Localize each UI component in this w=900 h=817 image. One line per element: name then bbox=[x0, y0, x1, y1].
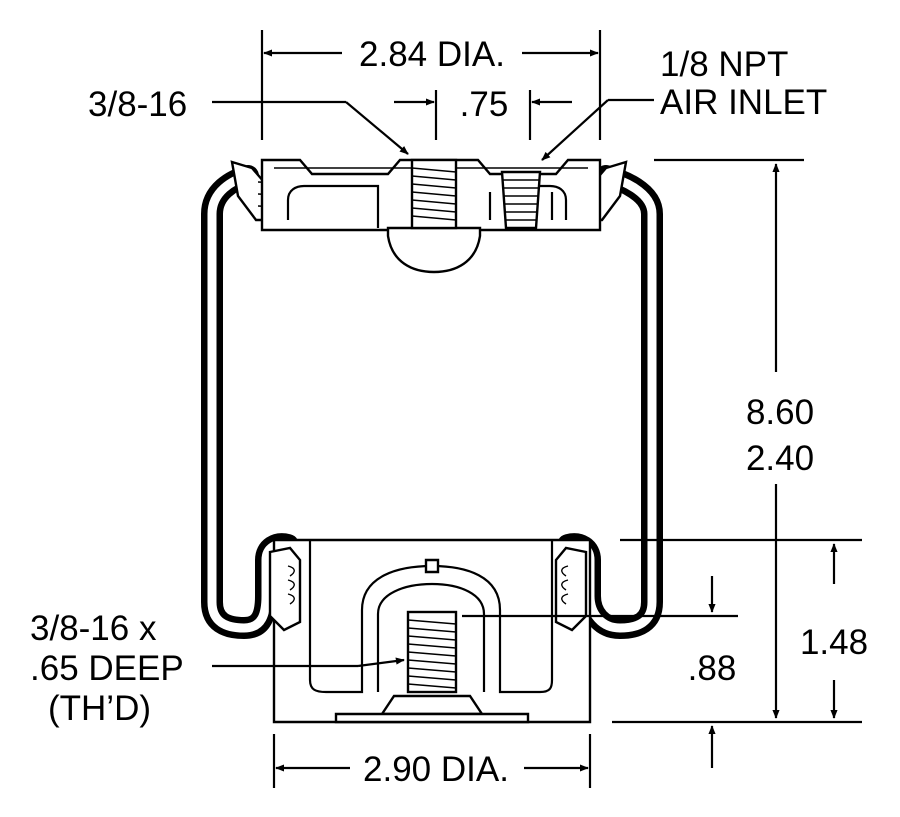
bottom-thread-label-3: (TH’D) bbox=[48, 689, 151, 728]
air-inlet-label-2: AIR INLET bbox=[660, 83, 827, 122]
port-spacing-label: .75 bbox=[460, 85, 509, 124]
top-stud-label: 3/8-16 bbox=[88, 85, 187, 124]
piston-height-label: 1.48 bbox=[800, 623, 868, 662]
extended-height-label: 8.60 bbox=[746, 393, 814, 432]
air-inlet-label-1: 1/8 NPT bbox=[660, 45, 788, 84]
insert-depth-label: .88 bbox=[688, 649, 737, 688]
bottom-bead-left bbox=[268, 546, 302, 632]
dim-bottom-diameter: 2.90 DIA. bbox=[272, 734, 592, 789]
piston bbox=[272, 538, 592, 724]
leader-bottom-thread: 3/8-16 x .65 DEEP (TH’D) bbox=[30, 609, 405, 728]
leader-top-stud: 3/8-16 bbox=[88, 85, 409, 155]
dim-overall-height: 8.60 2.40 bbox=[654, 158, 814, 719]
top-bead-plate bbox=[260, 158, 602, 274]
dim-top-diameter: 2.84 DIA. bbox=[260, 30, 602, 140]
dim-piston-height: 1.48 bbox=[612, 538, 868, 724]
compressed-height-label: 2.40 bbox=[746, 439, 814, 478]
bottom-diameter-label: 2.90 DIA. bbox=[363, 750, 509, 789]
bottom-thread-label-2: .65 DEEP bbox=[30, 649, 184, 688]
top-diameter-label: 2.84 DIA. bbox=[359, 35, 505, 74]
bottom-thread-label-1: 3/8-16 x bbox=[30, 609, 157, 648]
bottom-bead-right bbox=[554, 546, 588, 632]
dim-insert-depth: .88 bbox=[462, 576, 738, 768]
bellows-left bbox=[201, 165, 299, 639]
leader-air-inlet: 1/8 NPT AIR INLET bbox=[541, 45, 827, 161]
dim-port-spacing: .75 bbox=[394, 85, 572, 140]
